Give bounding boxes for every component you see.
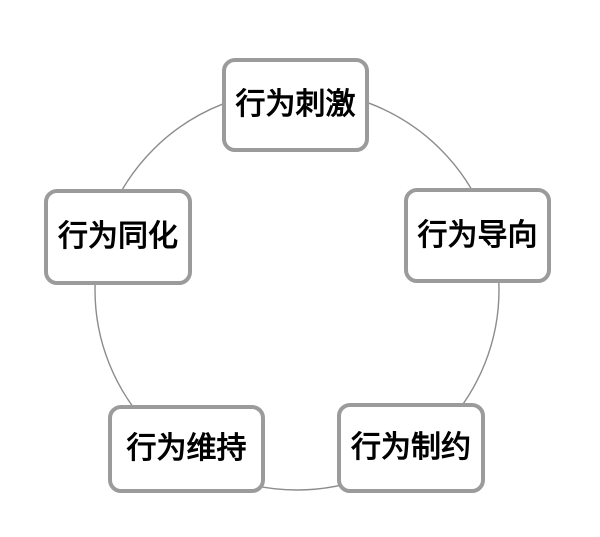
node-stimulus[interactable]: 行为刺激 (222, 58, 369, 152)
node-guidance[interactable]: 行为导向 (404, 188, 551, 283)
node-maintain[interactable]: 行为维持 (108, 405, 265, 493)
node-maintain-label: 行为维持 (126, 431, 247, 466)
node-stimulus-label: 行为刺激 (235, 87, 356, 122)
node-assimilate[interactable]: 行为同化 (44, 189, 192, 285)
node-guidance-label: 行为导向 (417, 217, 538, 253)
node-assimilate-label: 行为同化 (58, 219, 178, 254)
node-restraint[interactable]: 行为制约 (337, 403, 485, 493)
node-restraint-label: 行为制约 (351, 430, 471, 465)
